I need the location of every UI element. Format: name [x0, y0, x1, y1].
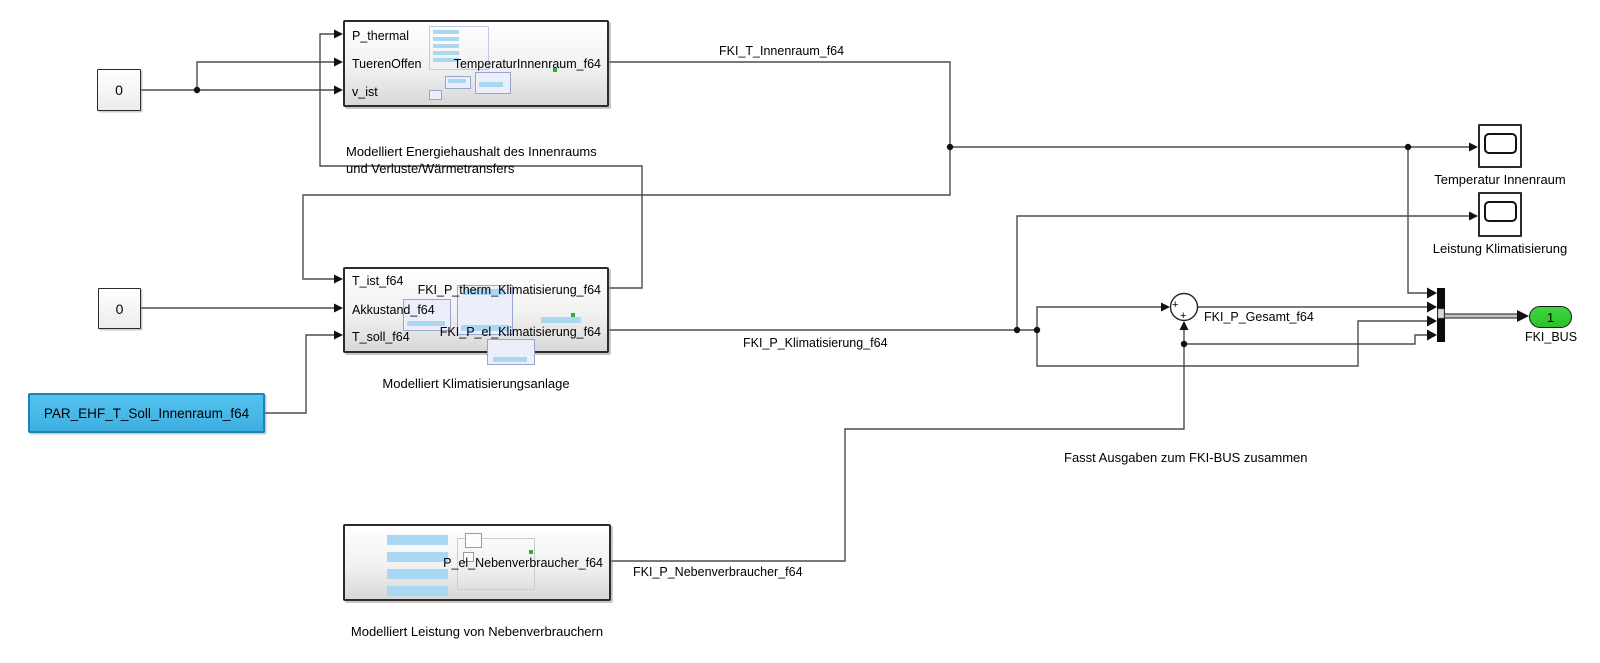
- signal-label-fki-p-nebenverbraucher: FKI_P_Nebenverbraucher_f64: [633, 565, 803, 579]
- scope-temperatur-innenraum[interactable]: [1478, 124, 1522, 168]
- sum-block[interactable]: + +: [1169, 292, 1199, 323]
- subsystem-nebenverbraucher[interactable]: P_el_Nebenverbraucher_f64: [343, 524, 611, 601]
- scope-screen-icon: [1484, 133, 1517, 154]
- scope2-caption: Leistung Klimatisierung: [1432, 241, 1568, 256]
- subsystem1-caption: Modelliert Energiehaushalt des Innenraum…: [346, 144, 597, 176]
- annotation-bus-note: Fasst Ausgaben zum FKI-BUS zusammen: [1064, 450, 1308, 465]
- bus-creator[interactable]: [1437, 288, 1445, 342]
- subsystem3-outport-label: P_el_Nebenverbraucher_f64: [443, 556, 603, 570]
- wire-fki-p-klimatisierung[interactable]: [609, 211, 1478, 367]
- constant-1-value: 0: [115, 82, 123, 98]
- outport-number: 1: [1546, 309, 1555, 325]
- subsystem3-caption: Modelliert Leistung von Nebenverbraucher…: [350, 624, 604, 639]
- signal-label-fki-t-innenraum: FKI_T_Innenraum_f64: [719, 44, 845, 58]
- wire-const2-to-akkustand[interactable]: [141, 303, 343, 313]
- subsystem2-outport-therm: FKI_P_therm_Klimatisierung_f64: [417, 283, 601, 297]
- wire-fki-p-nebenverbraucher[interactable]: [611, 321, 1437, 562]
- scope-screen-icon: [1484, 201, 1517, 222]
- subsystem1-outport-label: TemperaturInnenraum_f64: [453, 57, 601, 71]
- outport-fki-bus[interactable]: 1: [1529, 306, 1572, 328]
- subsystem1-inport-v-ist: v_ist: [352, 85, 378, 99]
- subsystem2-outport-el: FKI_P_el_Klimatisierung_f64: [439, 325, 601, 339]
- par-constant-label: PAR_EHF_T_Soll_Innenraum_f64: [43, 405, 250, 421]
- constant-2-value: 0: [115, 300, 124, 317]
- scope1-caption: Temperatur Innenraum: [1434, 172, 1566, 187]
- scope-leistung-klimatisierung[interactable]: [1478, 192, 1522, 237]
- wire-fki-t-innenraum[interactable]: [302, 61, 1478, 299]
- wire-par-to-tsoll[interactable]: [265, 330, 343, 414]
- subsystem-energiehaushalt[interactable]: P_thermal TuerenOffen v_ist TemperaturIn…: [343, 20, 609, 107]
- subsystem-klimatisierung[interactable]: T_ist_f64 Akkustand_f64 T_soll_f64 FKI_P…: [343, 267, 609, 365]
- subsystem2-inport-akkustand: Akkustand_f64: [352, 303, 435, 317]
- wire-therm-feedback[interactable]: [319, 29, 643, 289]
- sum-plus-bottom: +: [1180, 310, 1186, 322]
- signal-label-fki-p-klimatisierung: FKI_P_Klimatisierung_f64: [743, 336, 888, 350]
- constant-block-2[interactable]: 0: [98, 288, 141, 329]
- par-constant-block[interactable]: PAR_EHF_T_Soll_Innenraum_f64: [28, 393, 265, 433]
- signal-label-fki-p-gesamt: FKI_P_Gesamt_f64: [1204, 310, 1314, 324]
- subsystem1-inport-p-thermal: P_thermal: [352, 29, 409, 43]
- subsystem2-inport-t-soll: T_soll_f64: [352, 330, 410, 344]
- subsystem2-inport-t-ist: T_ist_f64: [352, 274, 404, 288]
- subsystem2-caption: Modelliert Klimatisierungsanlage: [382, 376, 570, 391]
- wire-const1-to-vist[interactable]: [141, 57, 343, 95]
- outport-caption: FKI_BUS: [1524, 330, 1578, 344]
- bus-line[interactable]: [1445, 310, 1529, 322]
- sum-plus-left: +: [1172, 299, 1178, 311]
- constant-block-1[interactable]: 0: [97, 69, 141, 111]
- subsystem1-inport-tuerenoffen: TuerenOffen: [352, 57, 422, 71]
- wire-fki-p-gesamt[interactable]: [1198, 301, 1437, 313]
